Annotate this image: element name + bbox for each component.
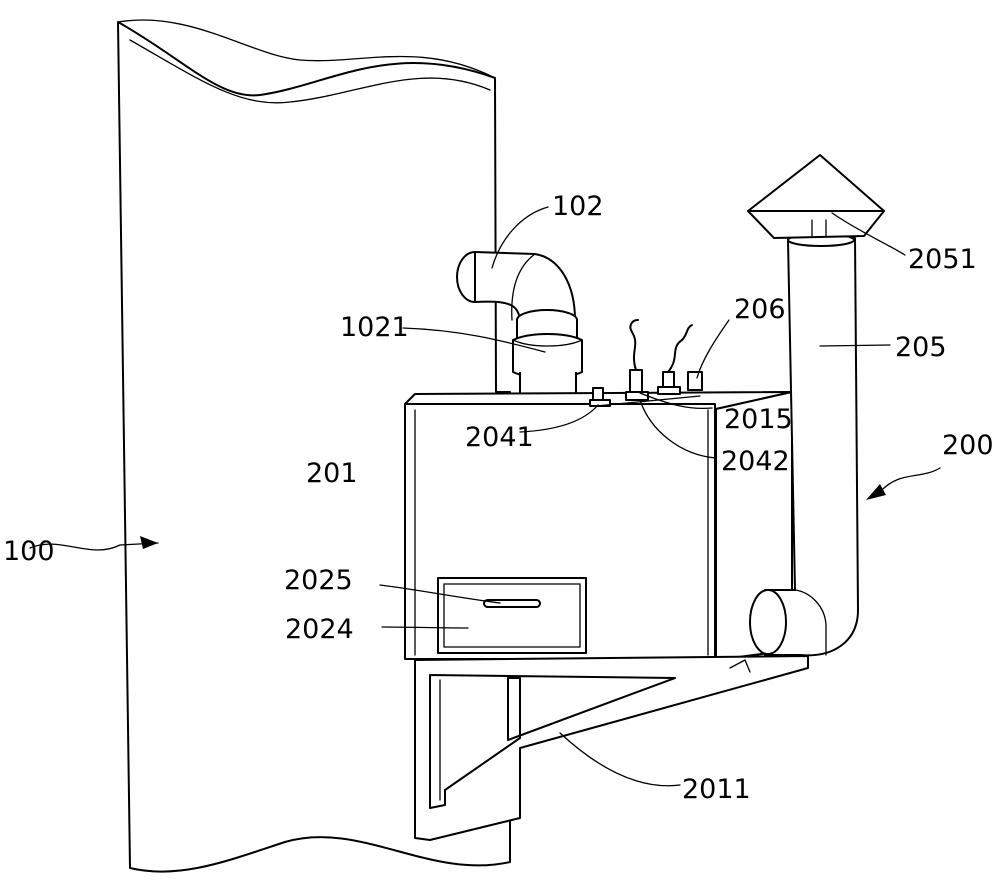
label-2042: 2042 (721, 446, 790, 477)
label-205: 205 (895, 332, 947, 363)
rain-cap-2051 (747, 154, 885, 239)
sleeve-1021 (512, 333, 583, 399)
leader-lines (29, 206, 941, 787)
label-2011: 2011 (682, 774, 751, 805)
label-2024: 2024 (285, 614, 354, 645)
label-200: 200 (942, 430, 994, 461)
label-2025: 2025 (284, 565, 353, 596)
bracket-2011 (414, 655, 809, 841)
label-2051: 2051 (908, 244, 977, 275)
label-100: 100 (3, 536, 55, 567)
label-102: 102 (552, 191, 604, 222)
label-2041: 2041 (465, 422, 534, 453)
label-2015: 2015 (724, 404, 793, 435)
reference-labels: 100 102 1021 2051 206 205 2015 2041 2042… (3, 191, 994, 805)
elbow-duct-102 (456, 251, 578, 341)
label-1021: 1021 (340, 312, 409, 343)
handle-2025 (483, 599, 541, 608)
label-201: 201 (306, 458, 358, 489)
label-206: 206 (734, 294, 786, 325)
top-components (589, 319, 703, 407)
drawer-2024 (437, 577, 587, 654)
